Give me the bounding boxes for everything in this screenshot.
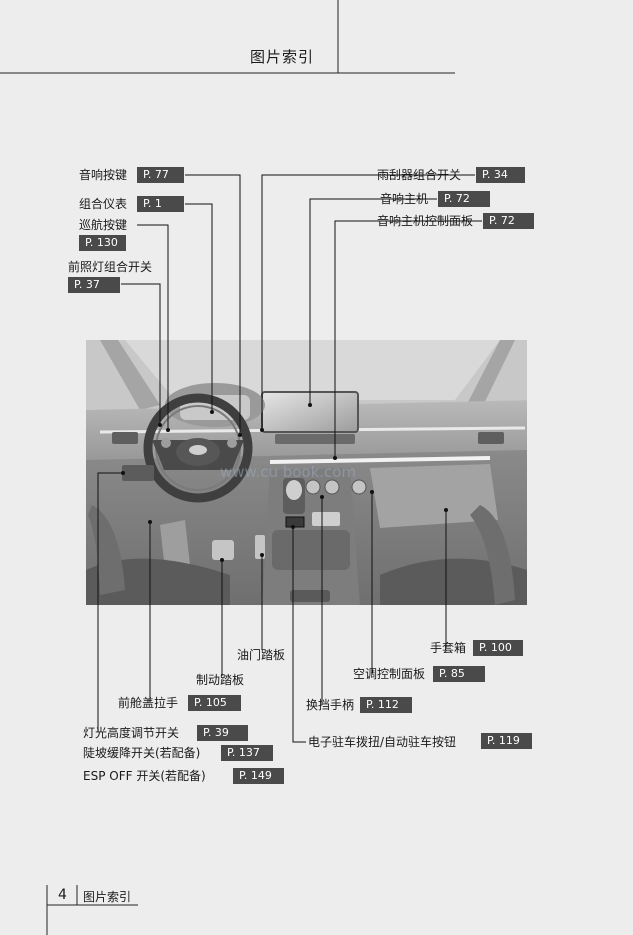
- footer-page-number: 4: [58, 887, 67, 903]
- label-audio-head-unit: 音响主机: [380, 192, 429, 206]
- label-esp-off: ESP OFF 开关(若配备): [83, 769, 206, 783]
- page-ref-gear-shifter[interactable]: P. 112: [360, 697, 412, 713]
- label-hood-release: 前舱盖拉手: [118, 696, 179, 710]
- label-headlight-switch: 前照灯组合开关: [68, 260, 153, 274]
- page-ref-headlight-level[interactable]: P. 39: [197, 725, 248, 741]
- page-ref-epb[interactable]: P. 119: [481, 733, 532, 749]
- label-wiper-switch: 雨刮器组合开关: [377, 168, 462, 182]
- label-headlight-level: 灯光高度调节开关: [83, 726, 180, 740]
- page-title: 图片索引: [250, 48, 315, 66]
- label-instrument-cluster: 组合仪表: [79, 197, 128, 211]
- page-ref-esp-off[interactable]: P. 149: [233, 768, 284, 784]
- label-accelerator: 油门踏板: [237, 648, 286, 662]
- footer-section-title: 图片索引: [83, 890, 132, 904]
- page-ref-hill-descent[interactable]: P. 137: [221, 745, 273, 761]
- label-gear-shifter: 换挡手柄: [306, 698, 355, 712]
- page-ref-audio-head-unit[interactable]: P. 72: [438, 191, 490, 207]
- watermark: www.cu book.com: [220, 463, 356, 481]
- page-ref-wiper-switch[interactable]: P. 34: [476, 167, 525, 183]
- label-hill-descent: 陡坡缓降开关(若配备): [83, 746, 201, 760]
- label-audio-control-panel: 音响主机控制面板: [377, 214, 474, 228]
- page-ref-glovebox[interactable]: P. 100: [473, 640, 523, 656]
- page-ref-cruise-buttons[interactable]: P. 130: [79, 235, 126, 251]
- page-ref-headlight-switch[interactable]: P. 37: [68, 277, 120, 293]
- page-ref-audio-buttons[interactable]: P. 77: [137, 167, 184, 183]
- label-glovebox: 手套箱: [430, 641, 467, 655]
- label-ac-panel: 空调控制面板: [353, 667, 426, 681]
- label-epb: 电子驻车拨扭/自动驻车按钮: [308, 735, 457, 749]
- label-brake: 制动踏板: [196, 673, 245, 687]
- page-ref-instrument-cluster[interactable]: P. 1: [137, 196, 184, 212]
- page-ref-hood-release[interactable]: P. 105: [188, 695, 241, 711]
- page-ref-ac-panel[interactable]: P. 85: [433, 666, 485, 682]
- label-audio-buttons: 音响按键: [79, 168, 128, 182]
- label-cruise-buttons: 巡航按键: [79, 218, 128, 232]
- page-ref-audio-control-panel[interactable]: P. 72: [483, 213, 534, 229]
